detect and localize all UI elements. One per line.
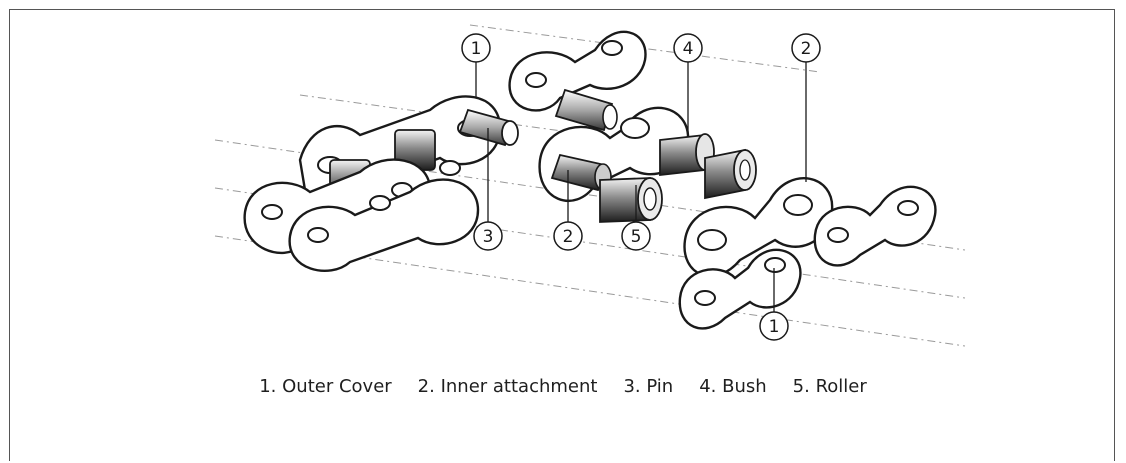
top-outer-plate bbox=[508, 30, 647, 112]
floating-pin bbox=[554, 88, 618, 132]
legend-item-bush: 4. Bush bbox=[699, 376, 767, 397]
legend: 1. Outer Cover 2. Inner attachment 3. Pi… bbox=[0, 376, 1126, 397]
center-inner-plate bbox=[538, 106, 690, 203]
svg-text:3: 3 bbox=[483, 227, 494, 247]
svg-text:5: 5 bbox=[631, 227, 642, 247]
callout-1-bottom: 1 bbox=[759, 268, 789, 341]
bush-parts bbox=[659, 133, 757, 200]
svg-text:2: 2 bbox=[563, 227, 574, 247]
roller-part bbox=[599, 177, 663, 223]
legend-item-inner-attachment: 2. Inner attachment bbox=[417, 376, 598, 397]
svg-text:4: 4 bbox=[683, 39, 694, 59]
callout-4: 4 bbox=[673, 33, 703, 136]
legend-item-roller: 5. Roller bbox=[792, 376, 867, 397]
legend-item-pin: 3. Pin bbox=[623, 376, 674, 397]
callout-2-right: 2 bbox=[791, 33, 821, 182]
bottom-outer-plate bbox=[678, 248, 802, 330]
callout-1-top: 1 bbox=[461, 33, 491, 98]
loose-pin bbox=[458, 108, 519, 147]
chain-exploded-diagram: 1 3 2 5 4 2 1 bbox=[214, 24, 966, 347]
callout-5: 5 bbox=[621, 185, 651, 251]
callout-2-center: 2 bbox=[553, 170, 583, 251]
svg-text:1: 1 bbox=[769, 317, 780, 337]
right-outer-plate bbox=[813, 185, 937, 267]
svg-text:1: 1 bbox=[471, 39, 482, 59]
diagram-frame bbox=[9, 9, 1115, 461]
assembled-chain bbox=[243, 95, 502, 272]
svg-text:2: 2 bbox=[801, 39, 812, 59]
legend-item-outer-cover: 1. Outer Cover bbox=[259, 376, 392, 397]
callout-3: 3 bbox=[473, 128, 503, 251]
